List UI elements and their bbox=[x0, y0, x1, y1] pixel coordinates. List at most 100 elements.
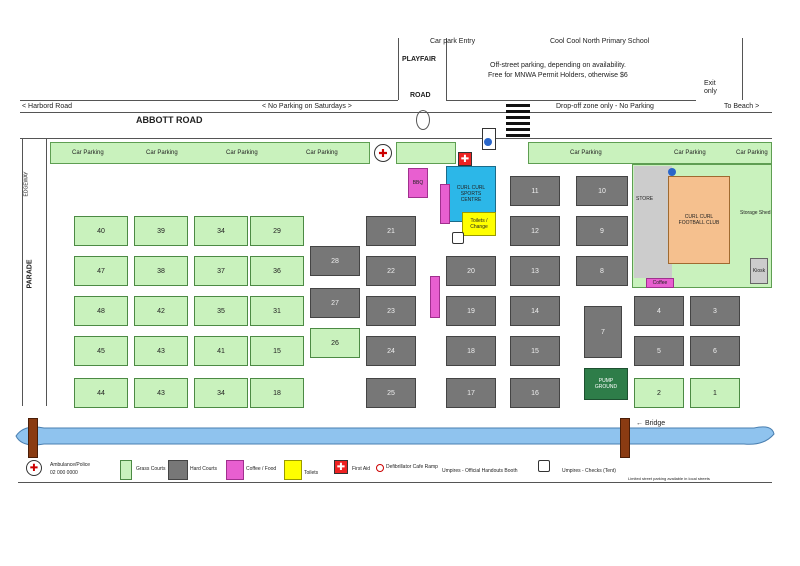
football-club-label: CURL CURL FOOTBALL CLUB bbox=[678, 214, 720, 226]
parking-strip-left bbox=[50, 142, 370, 164]
no-parking-saturday-label: < No Parking on Saturdays > bbox=[262, 103, 352, 110]
court-grass: 44 bbox=[74, 378, 128, 408]
legend-umpires-label: Umpires - Official Handouts Booth bbox=[442, 468, 518, 474]
parking-label: Car Parking bbox=[72, 150, 104, 156]
legend-defib-label: Defibrillator Cafe Ramp bbox=[386, 464, 438, 470]
bbq-label: BBQ bbox=[412, 180, 424, 186]
pump-ground: PUMP GROUND bbox=[584, 368, 628, 400]
court-grass: 18 bbox=[250, 378, 304, 408]
toilets-label: Toilets / Change bbox=[470, 218, 488, 230]
court-hard: 3 bbox=[690, 296, 740, 326]
store-label: STORE bbox=[636, 196, 654, 202]
exit-only-line2: only bbox=[704, 88, 717, 95]
school-label: Cool Cool North Primary School bbox=[550, 38, 650, 45]
information-icon bbox=[484, 138, 492, 146]
legend-grass-swatch bbox=[120, 460, 132, 480]
abbott-road-label: ABBOTT ROAD bbox=[136, 115, 203, 125]
court-grass: 45 bbox=[74, 336, 128, 366]
court-hard: 11 bbox=[510, 176, 560, 206]
roundabout bbox=[416, 110, 430, 130]
parking-label: Car Parking bbox=[570, 150, 602, 156]
road-label: ROAD bbox=[410, 92, 431, 99]
parking-label: Car Parking bbox=[226, 150, 258, 156]
legend-first-aid-label: First Aid bbox=[352, 466, 371, 472]
legend-hard-label: Hard Courts bbox=[190, 466, 217, 472]
kiosk-small: Kiosk bbox=[750, 258, 768, 284]
coffee-stall: Coffee bbox=[646, 278, 674, 288]
court-hard: 18 bbox=[446, 336, 496, 366]
parking-label: Car Parking bbox=[146, 150, 178, 156]
exit-only-line1: Exit bbox=[704, 80, 716, 87]
kiosk-label: Kiosk bbox=[752, 268, 766, 274]
pump-ground-label: PUMP GROUND bbox=[594, 378, 618, 390]
coffee-label: Coffee bbox=[652, 280, 668, 286]
court-grass: 36 bbox=[250, 256, 304, 286]
court-grass: 43 bbox=[134, 336, 188, 366]
court-hard: 16 bbox=[510, 378, 560, 408]
bridge-label-text: Bridge bbox=[644, 420, 666, 427]
court-hard: 24 bbox=[366, 336, 416, 366]
court-grass: 35 bbox=[194, 296, 248, 326]
court-hard: 14 bbox=[510, 296, 560, 326]
legend-ambulance-line1: Ambulance/Police bbox=[50, 462, 91, 468]
court-hard: 7 bbox=[584, 306, 622, 358]
football-club-building: CURL CURL FOOTBALL CLUB bbox=[668, 176, 730, 264]
legend-ambulance-line2: 02 000 0000 bbox=[50, 470, 78, 476]
legend-defib-icon bbox=[376, 464, 384, 472]
umpires-checks-icon bbox=[452, 232, 464, 244]
court-grass: 48 bbox=[74, 296, 128, 326]
sports-centre-label: CURL CURL SPORTS CENTRE bbox=[456, 185, 486, 203]
court-grass: 39 bbox=[134, 216, 188, 246]
court-grass: 47 bbox=[74, 256, 128, 286]
first-aid-box: ✚ bbox=[458, 152, 472, 166]
bridge-left bbox=[28, 418, 38, 458]
parking-label: Car Parking bbox=[736, 150, 768, 156]
court-hard: 9 bbox=[576, 216, 628, 246]
parking-strip-right bbox=[528, 142, 772, 164]
court-hard: 22 bbox=[366, 256, 416, 286]
legend-grass-label: Grass Courts bbox=[136, 466, 166, 472]
playfair-label: PLAYFAIR bbox=[402, 56, 436, 63]
parking-label: Car Parking bbox=[674, 150, 706, 156]
court-hard: 20 bbox=[446, 256, 496, 286]
court-hard: 27 bbox=[310, 288, 360, 318]
dropoff-label: Drop-off zone only - No Parking bbox=[556, 103, 654, 110]
bridge-label: ← Bridge bbox=[636, 420, 666, 427]
court-hard: 4 bbox=[634, 296, 684, 326]
court-grass: 31 bbox=[250, 296, 304, 326]
ambulance-icon: ✚ bbox=[374, 144, 392, 162]
court-hard: 28 bbox=[310, 246, 360, 276]
side-road-main-label: PARADE bbox=[26, 259, 34, 289]
court-grass: 26 bbox=[310, 328, 360, 358]
court-grass: 40 bbox=[74, 216, 128, 246]
shed-label: Storage Shed bbox=[740, 210, 771, 216]
court-grass: 29 bbox=[250, 216, 304, 246]
bbq-building: BBQ bbox=[408, 168, 428, 198]
coffee-kiosk-narrow bbox=[430, 276, 440, 318]
court-hard: 25 bbox=[366, 378, 416, 408]
court-hard: 17 bbox=[446, 378, 496, 408]
court-grass: 42 bbox=[134, 296, 188, 326]
legend-umpires-checks-icon bbox=[538, 460, 550, 472]
clubhouse-carpark bbox=[634, 166, 672, 278]
court-grass: 34 bbox=[194, 216, 248, 246]
coffee-kiosk-vertical bbox=[440, 184, 450, 224]
pedestrian-crossing bbox=[506, 104, 530, 138]
legend-coffee-label: Coffee / Food bbox=[246, 466, 277, 472]
court-hard: 23 bbox=[366, 296, 416, 326]
to-beach-label: To Beach > bbox=[724, 103, 760, 110]
harbord-road-label: < Harbord Road bbox=[22, 103, 73, 110]
court-hard: 21 bbox=[366, 216, 416, 246]
toilets-block: Toilets / Change bbox=[462, 212, 496, 236]
court-hard: 15 bbox=[510, 336, 560, 366]
parking-label: Car Parking bbox=[306, 150, 338, 156]
court-grass: 2 bbox=[634, 378, 684, 408]
legend-toilets-swatch bbox=[284, 460, 302, 480]
bridge-right bbox=[620, 418, 630, 458]
parking-strip-centre bbox=[396, 142, 456, 164]
court-hard: 5 bbox=[634, 336, 684, 366]
court-grass: 37 bbox=[194, 256, 248, 286]
offstreet-line1: Off-street parking, depending on availab… bbox=[490, 62, 626, 69]
side-road-top-label: EDGEWAY bbox=[23, 171, 30, 197]
court-hard: 19 bbox=[446, 296, 496, 326]
